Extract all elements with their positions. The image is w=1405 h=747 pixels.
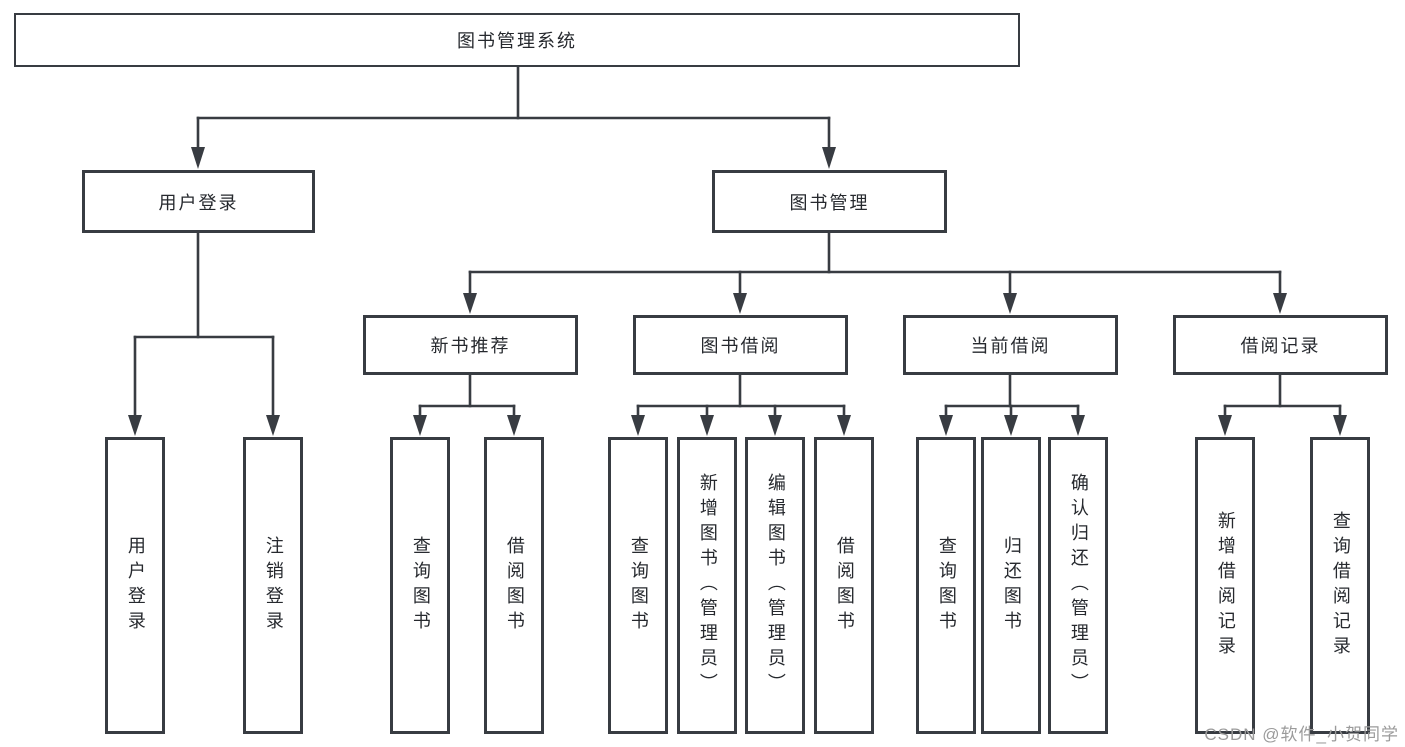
leaf-query-books-current: 查询图书 (916, 437, 976, 734)
leaf-query-books-borrow: 查询图书 (608, 437, 668, 734)
csdn-watermark: CSDN @软件_小贺同学 (1204, 725, 1399, 744)
node-borrow-records: 借阅记录 (1173, 315, 1388, 375)
node-book-borrowing: 图书借阅 (633, 315, 848, 375)
node-current-borrowing: 当前借阅 (903, 315, 1118, 375)
leaf-query-borrow-record: 查询借阅记录 (1310, 437, 1370, 734)
leaf-query-books-newbook: 查询图书 (390, 437, 450, 734)
arrowheads (128, 147, 1347, 436)
leaf-add-books-admin: 新增图书（管理员） (677, 437, 737, 734)
leaf-add-borrow-record: 新增借阅记录 (1195, 437, 1255, 734)
leaf-confirm-return-admin: 确认归还（管理员） (1048, 437, 1108, 734)
node-new-book-recommend: 新书推荐 (363, 315, 578, 375)
leaf-borrow-books: 借阅图书 (814, 437, 874, 734)
leaf-borrow-books-newbook: 借阅图书 (484, 437, 544, 734)
leaf-return-books: 归还图书 (981, 437, 1041, 734)
node-user-login: 用户登录 (82, 170, 315, 233)
node-book-management-system: 图书管理系统 (14, 13, 1020, 67)
leaf-edit-books-admin: 编辑图书（管理员） (745, 437, 805, 734)
leaf-logout: 注销登录 (243, 437, 303, 734)
leaf-user-login: 用户登录 (105, 437, 165, 734)
node-book-management: 图书管理 (712, 170, 947, 233)
